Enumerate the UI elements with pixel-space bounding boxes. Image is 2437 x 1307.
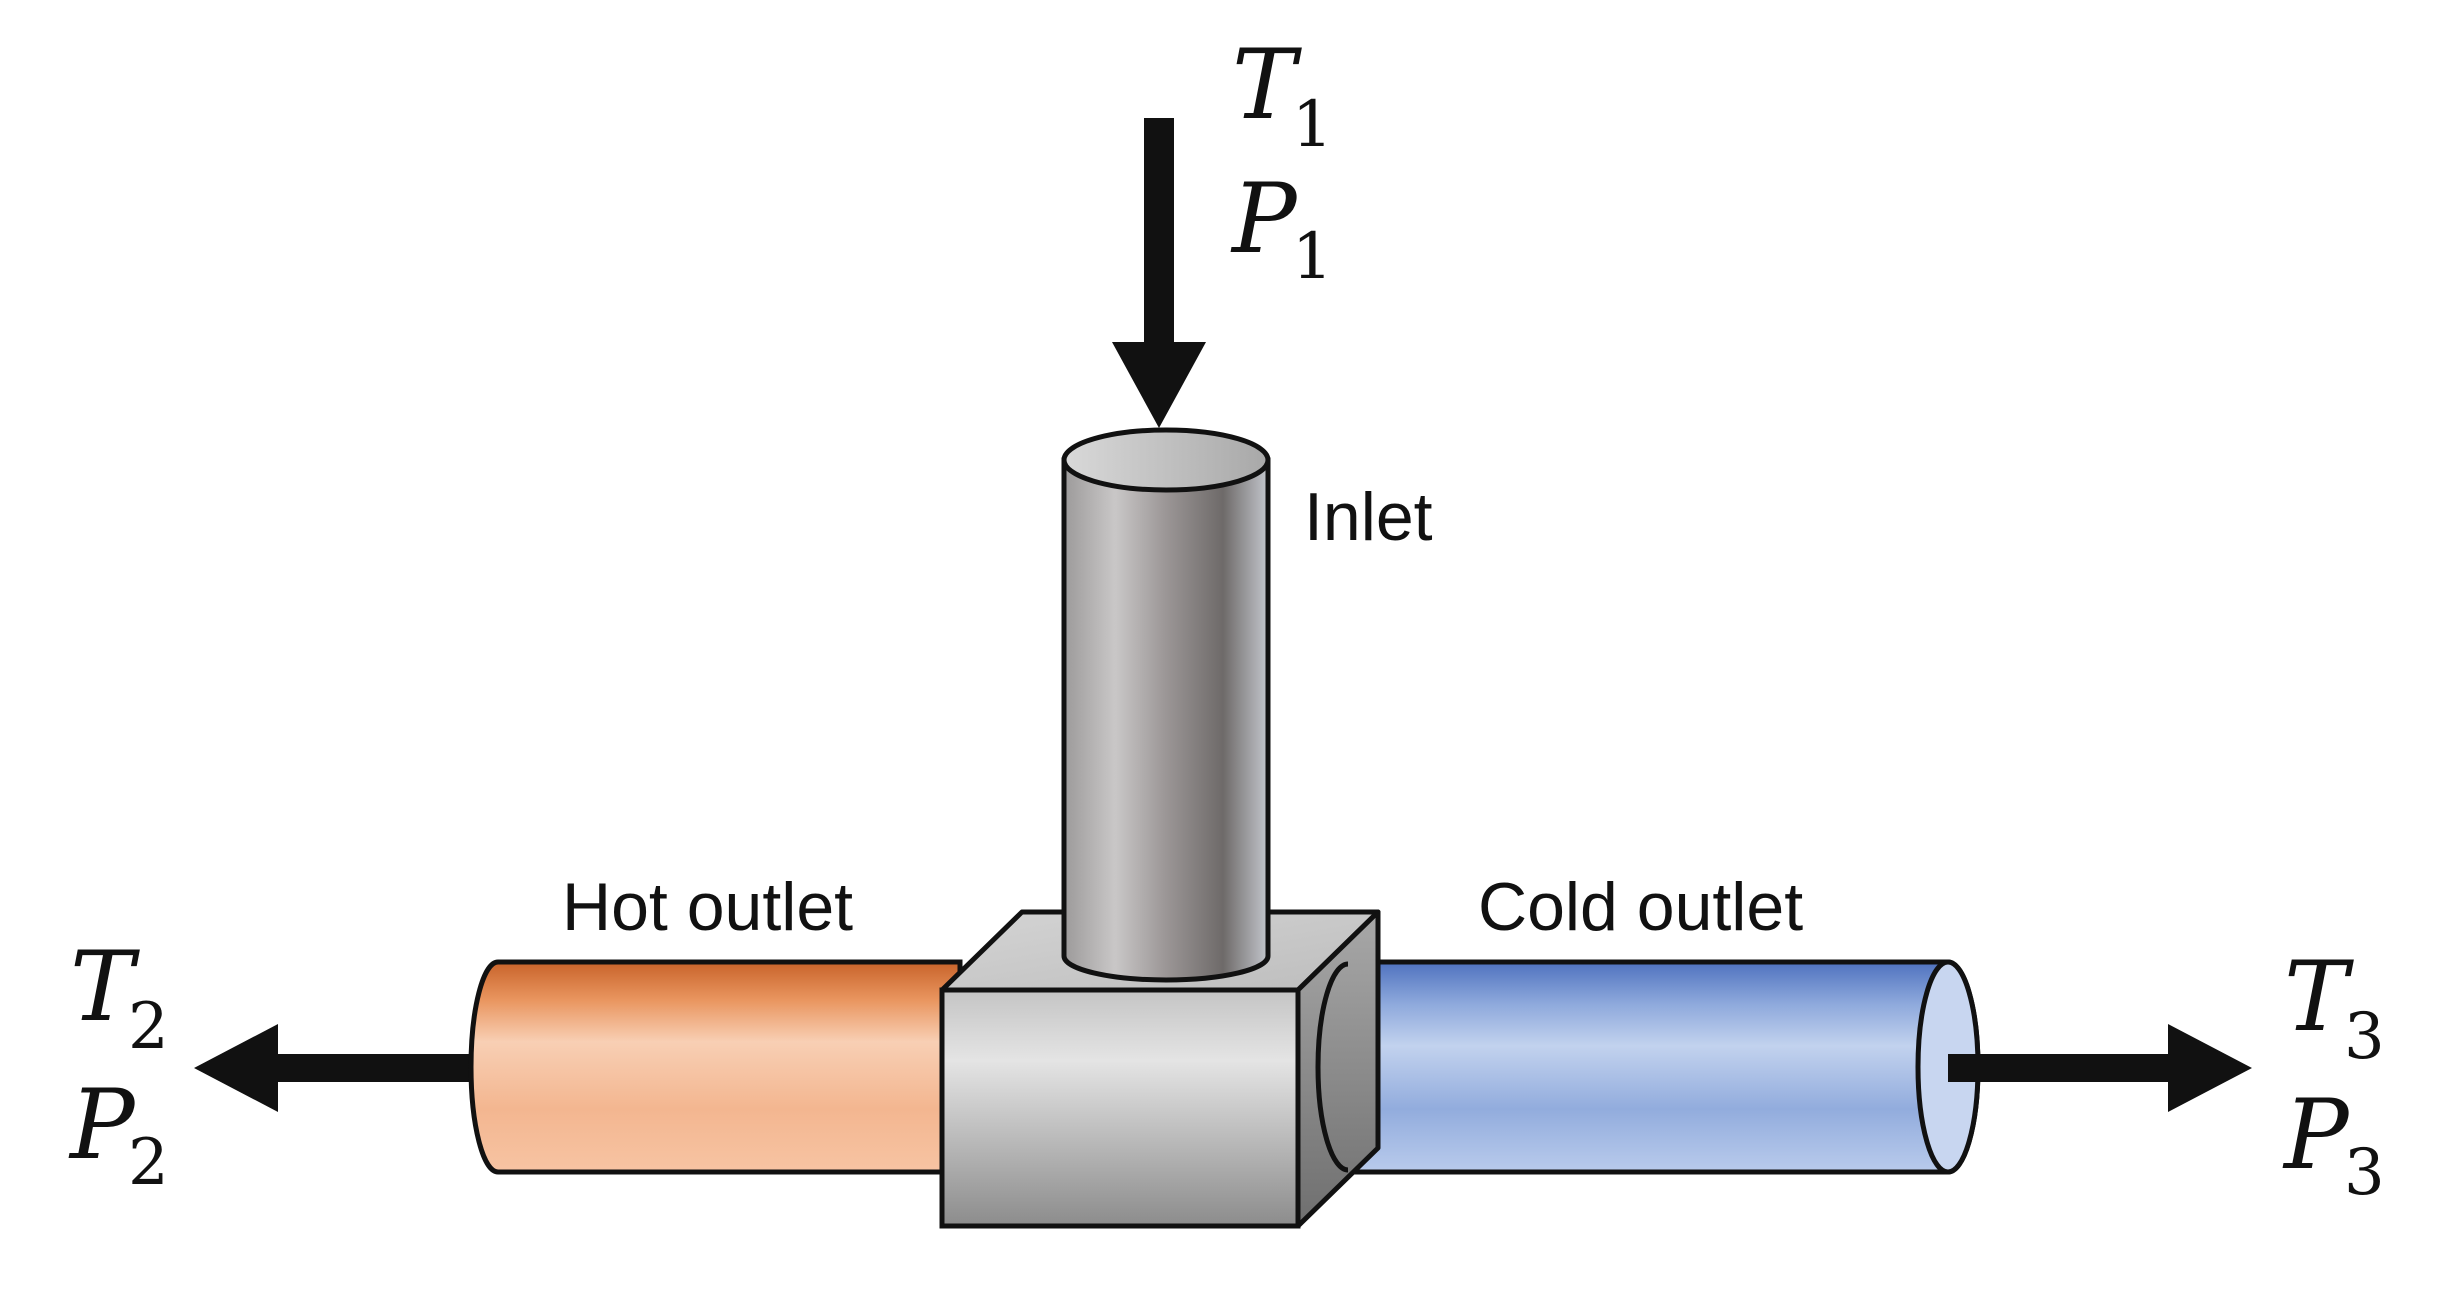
cold-outlet-state-labels: T 3 P 3 xyxy=(2282,941,2385,1210)
cold-outlet-temperature-symbol: T xyxy=(2284,941,2354,1053)
inlet-state-labels: T 1 P 1 xyxy=(1230,29,1333,294)
hot-outlet-flow-arrow xyxy=(194,1024,480,1112)
inlet-label: Inlet xyxy=(1304,479,1433,555)
hot-outlet-temperature-subscript: 2 xyxy=(128,990,169,1064)
hot-outlet-pipe xyxy=(468,959,963,1175)
cold-outlet-pressure-subscript: 3 xyxy=(2344,1136,2385,1210)
hot-outlet-pressure-symbol: P xyxy=(68,1069,136,1181)
inlet-pipe xyxy=(1061,427,1271,983)
cold-outlet-pipe xyxy=(1317,959,1981,1175)
hot-outlet-label: Hot outlet xyxy=(562,869,853,945)
inlet-temperature-subscript: 1 xyxy=(1292,88,1333,162)
hot-outlet-pressure-subscript: 2 xyxy=(128,1126,169,1200)
inlet-pressure-subscript: 1 xyxy=(1292,220,1333,294)
cold-outlet-pipe-inner-end xyxy=(1315,961,1349,1173)
inlet-pressure-symbol: P xyxy=(1230,163,1298,275)
cold-outlet-temperature-subscript: 3 xyxy=(2344,1000,2385,1074)
inlet-flow-arrow xyxy=(1112,118,1206,428)
hot-outlet-temperature-symbol: T xyxy=(70,931,140,1043)
cold-outlet-label: Cold outlet xyxy=(1478,869,1803,945)
inlet-pipe-top xyxy=(1061,427,1271,493)
cold-outlet-flow-arrow xyxy=(1948,1024,2252,1112)
inlet-temperature-symbol: T xyxy=(1232,29,1302,141)
hot-outlet-state-labels: T 2 P 2 xyxy=(68,931,169,1200)
cold-outlet-pressure-symbol: P xyxy=(2282,1079,2350,1191)
